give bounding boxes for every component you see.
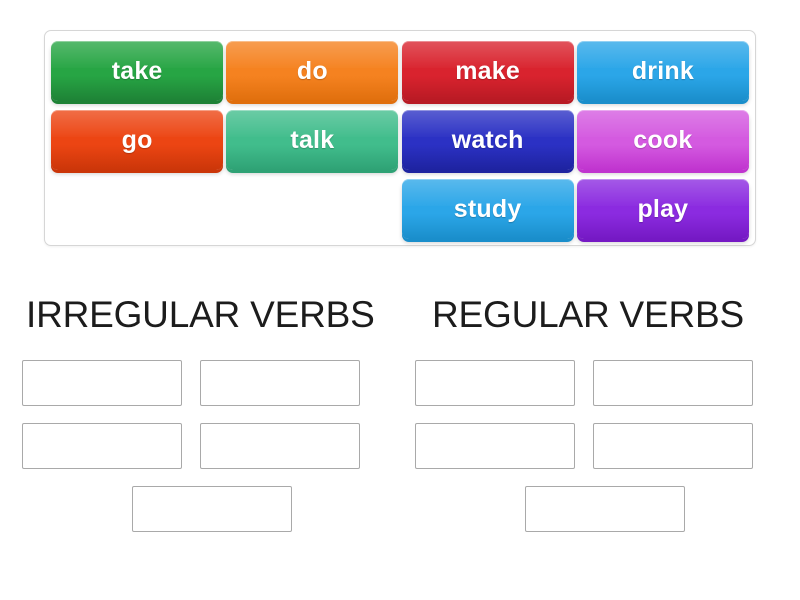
word-bank-panel: take do make drink go talk watch cook [44,30,756,246]
tile-slot: cook [576,106,749,174]
tile-slot-empty [226,175,398,243]
word-tile-watch[interactable]: watch [401,110,574,170]
word-tile-study[interactable]: study [401,179,574,239]
dropzone-row [415,423,795,469]
word-tile-drink[interactable]: drink [576,41,749,101]
dropzone-group-regular-verbs [415,360,795,549]
dropzone-slot[interactable] [415,423,575,469]
word-bank-row: go talk watch cook [51,106,749,174]
word-tile-make[interactable]: make [401,41,574,101]
dropzone-row [415,486,795,532]
tile-slot: play [576,175,749,243]
group-heading-irregular-verbs: IRREGULAR VERBS [26,294,375,335]
dropzone-row [415,360,795,406]
tile-slot: drink [576,37,749,105]
word-tile-go[interactable]: go [51,110,224,170]
dropzone-row [22,423,402,469]
dropzone-slot[interactable] [415,360,575,406]
word-tile-talk[interactable]: talk [226,110,399,170]
dropzone-slot[interactable] [593,360,753,406]
group-heading-regular-verbs: REGULAR VERBS [432,294,744,335]
word-tile-do[interactable]: do [226,41,399,101]
dropzone-group-irregular-verbs [22,360,402,549]
word-tile-take[interactable]: take [51,41,224,101]
tile-slot: take [51,37,224,105]
tile-slot: talk [226,106,399,174]
dropzone-row [22,360,402,406]
dropzone-slot[interactable] [132,486,292,532]
dropzone-slot[interactable] [200,423,360,469]
word-tile-play[interactable]: play [576,179,749,239]
tile-slot-empty [51,175,223,243]
tile-slot: make [401,37,574,105]
word-bank-row: study play [51,175,749,243]
tile-slot: go [51,106,224,174]
tile-slot: study [401,175,574,243]
word-tile-cook[interactable]: cook [576,110,749,170]
dropzone-slot[interactable] [200,360,360,406]
dropzone-slot[interactable] [593,423,753,469]
dropzone-row [22,486,402,532]
tile-slot: watch [401,106,574,174]
dropzone-slot[interactable] [22,360,182,406]
word-bank-row: take do make drink [51,37,749,105]
dropzone-slot[interactable] [22,423,182,469]
dropzone-slot[interactable] [525,486,685,532]
tile-slot: do [226,37,399,105]
